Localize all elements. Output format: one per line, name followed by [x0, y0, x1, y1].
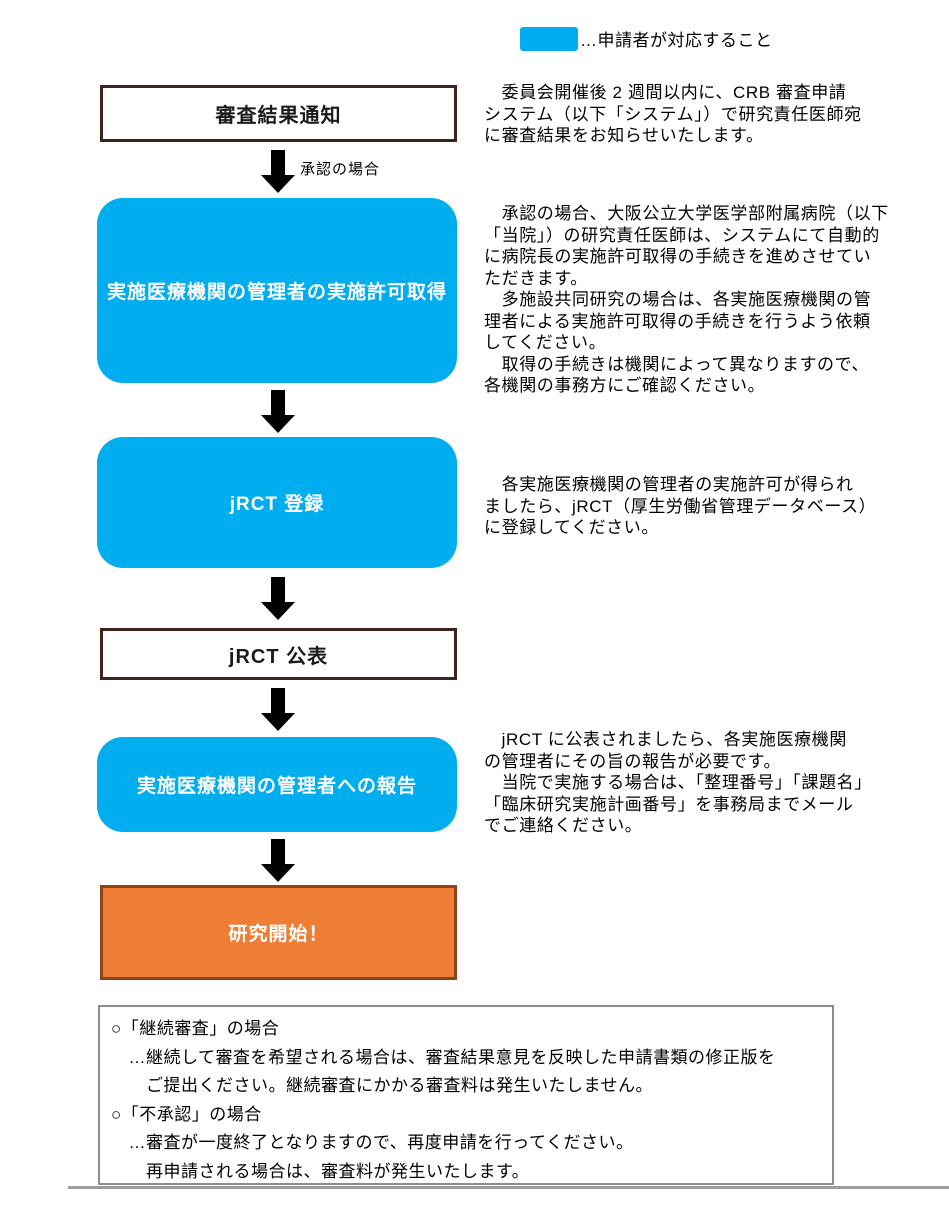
footer-notes-text: ○「継続審査」の場合 …継続して審査を希望される場合は、審査結果意見を反映した申… [111, 1019, 776, 1181]
down-arrow-icon [261, 577, 295, 620]
arrow-shaft [271, 577, 285, 602]
arrow-shaft [271, 150, 285, 175]
step-label: 実施医療機関の管理者の実施許可取得 [106, 282, 447, 303]
arrow-shaft [271, 390, 285, 415]
arrow-shaft [271, 839, 285, 864]
annotation-jrct-registration: 各実施医療機関の管理者の実施許可が得られ ましたら、jRCT（厚生労働省管理デー… [484, 475, 877, 537]
down-arrow-icon [261, 839, 295, 882]
down-arrow-icon [261, 688, 295, 731]
annotation-implementation-permission: 承認の場合、大阪公立大学医学部附属病院（以下 「当院」）の研究責任医師は、システ… [484, 204, 889, 395]
step-label: jRCT 登録 [229, 494, 325, 515]
legend: …申請者が対応すること [520, 26, 773, 51]
arrow-head [261, 175, 295, 193]
step-label: 研究開始！ [228, 924, 329, 945]
annotation-report-to-administrators: jRCT に公表されましたら、各実施医療機関 の管理者にその旨の報告が必要です。… [484, 730, 872, 835]
arrow-head [261, 864, 295, 882]
arrow-condition-label: 承認の場合 [300, 161, 381, 178]
page-bottom-divider [68, 1186, 949, 1189]
down-arrow-icon [261, 150, 295, 193]
footer-notes-box: ○「継続審査」の場合 …継続して審査を希望される場合は、審査結果意見を反映した申… [98, 1005, 834, 1185]
step-jrct-publication: jRCT 公表 [100, 628, 457, 680]
step-jrct-registration: jRCT 登録 [97, 437, 457, 568]
applicant-color-swatch-icon [520, 26, 578, 51]
step-obtain-implementation-permission: 実施医療機関の管理者の実施許可取得 [97, 198, 457, 383]
step-review-result-notice: 審査結果通知 [100, 85, 457, 142]
down-arrow-icon [261, 390, 295, 433]
step-label: 審査結果通知 [215, 105, 342, 127]
arrow-head [261, 713, 295, 731]
arrow-head [261, 415, 295, 433]
step-research-start: 研究開始！ [100, 885, 457, 980]
step-label: 実施医療機関の管理者への報告 [136, 776, 417, 797]
step-report-to-administrators: 実施医療機関の管理者への報告 [97, 737, 457, 832]
annotation-review-result-notice: 委員会開催後 2 週間以内に、CRB 審査申請 システム（以下「システム」）で研… [484, 83, 862, 145]
legend-label: …申請者が対応すること [580, 31, 773, 50]
arrow-shaft [271, 688, 285, 713]
step-label: jRCT 公表 [228, 645, 329, 668]
arrow-head [261, 602, 295, 620]
